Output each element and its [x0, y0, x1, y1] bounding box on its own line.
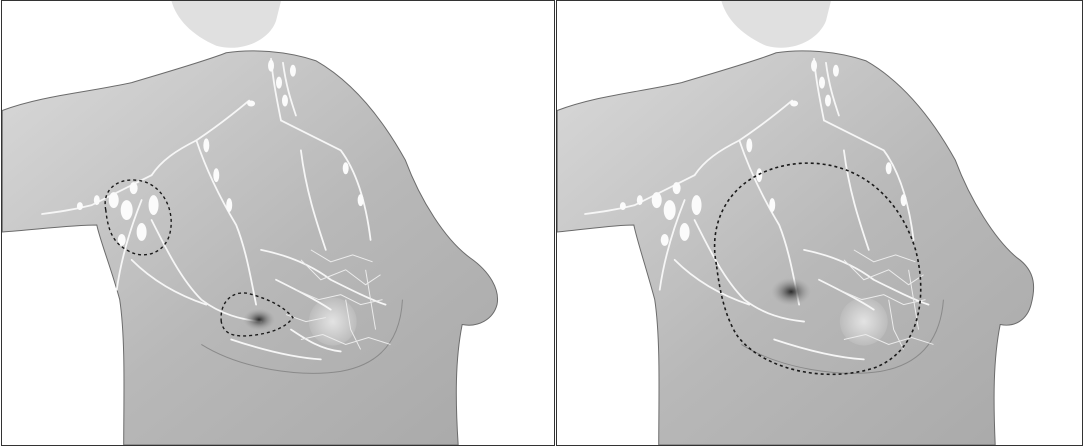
left-panel: [1, 0, 555, 446]
right-panel: [556, 0, 1083, 446]
body-silhouette: [2, 51, 497, 445]
tumor: [243, 309, 275, 331]
head-silhouette: [721, 1, 831, 48]
body-silhouette: [557, 51, 1033, 445]
right-anatomy-illustration: [557, 1, 1082, 445]
head-silhouette: [171, 1, 281, 48]
left-anatomy-illustration: [2, 1, 554, 445]
tumor: [771, 278, 811, 306]
